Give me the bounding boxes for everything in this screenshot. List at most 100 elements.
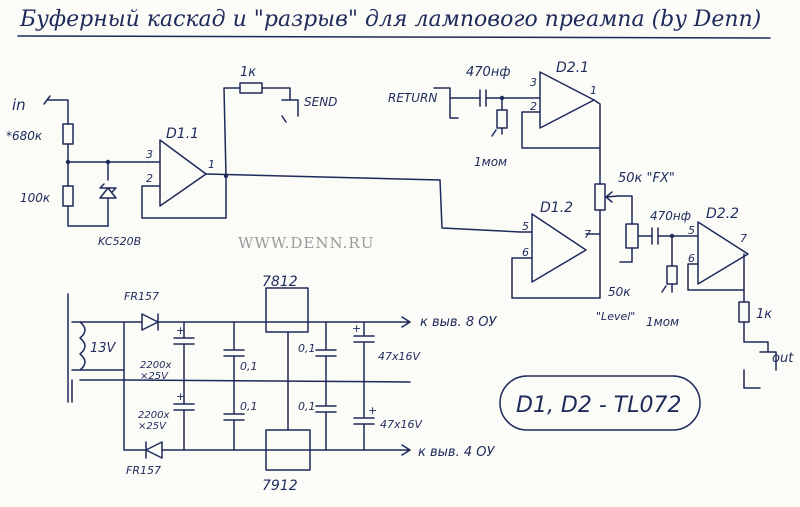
resistor-100k: [62, 185, 74, 207]
label-return: RETURN: [388, 91, 437, 105]
svg-text:+: +: [176, 324, 185, 337]
label-c01b: 0,1: [240, 400, 258, 413]
diode-top: [141, 313, 159, 331]
label-c-ret: 470нф: [466, 65, 510, 80]
svg-text:+: +: [368, 404, 377, 417]
label-d11: D1.1: [166, 126, 199, 142]
cap-01-d: [315, 381, 337, 451]
svg-text:1: 1: [208, 158, 215, 171]
svg-text:5: 5: [522, 220, 529, 233]
opamp-d12: [531, 213, 587, 283]
label-out: out: [772, 351, 794, 366]
label-c01d: 0,1: [298, 400, 316, 413]
out-jack-icon: [743, 321, 777, 389]
svg-text:3: 3: [530, 76, 537, 89]
cap-return: [479, 89, 487, 107]
cap-47-top: [353, 321, 375, 383]
return-jack-icon: [433, 87, 459, 119]
rail-negative: [161, 444, 411, 456]
label-c01a: 0,1: [240, 360, 258, 373]
wire-in: [47, 99, 69, 125]
svg-text:+: +: [352, 322, 361, 335]
opamp-d21: [539, 71, 595, 129]
rail-positive: [157, 316, 411, 328]
label-reg-neg: 7912: [262, 478, 298, 494]
label-c01c: 0,1: [298, 342, 316, 355]
label-cap-big-bot: 2200x×25V: [138, 410, 169, 432]
svg-text:3: 3: [146, 148, 153, 161]
label-send: SEND: [304, 95, 337, 109]
wire-fb-d11: [141, 175, 227, 219]
svg-text:6: 6: [688, 252, 695, 265]
svg-text:+: +: [176, 390, 185, 403]
rail-ground: [123, 379, 411, 383]
wire-to-send: [223, 87, 241, 177]
title: Буферный каскад и "разрыв" для лампового…: [19, 7, 761, 32]
label-d12: D1.2: [540, 200, 573, 216]
label-c-lvl: 470нф: [650, 209, 691, 223]
resistor-send: [239, 82, 263, 94]
wire-fb-d21: [521, 99, 601, 149]
chips-note-box: [499, 375, 701, 431]
cap-01-a: [223, 321, 245, 383]
cap-01-c: [315, 321, 337, 383]
pot-level[interactable]: [625, 223, 639, 249]
wire-fb-d22: [687, 253, 745, 291]
cap-01-b: [223, 381, 245, 451]
resistor-1mom-ret: [496, 109, 508, 129]
transformer: [71, 321, 86, 371]
resistor-out: [738, 301, 750, 323]
label-level: "Level": [596, 310, 635, 323]
label-r-out: 1к: [756, 307, 772, 322]
svg-text:7: 7: [740, 232, 747, 245]
wire-node-in: [67, 143, 149, 163]
svg-text:6: 6: [522, 246, 529, 259]
regulator-7812: [265, 287, 309, 333]
svg-text:2: 2: [530, 100, 537, 113]
cap-2200-bot: [173, 381, 195, 451]
label-d22: D2.2: [706, 206, 739, 222]
svg-text:5: 5: [688, 224, 695, 237]
resistor-680k: [62, 123, 74, 145]
watermark: WWW.DENN.RU: [238, 234, 374, 252]
cap-2200-top: [173, 321, 195, 383]
label-100k: 100к: [20, 191, 51, 205]
pot-fx[interactable]: [594, 183, 606, 211]
label-c47b: 47x16V: [380, 418, 424, 431]
svg-text:2: 2: [146, 172, 153, 185]
wire-fb-d12: [511, 233, 601, 299]
cap-level: [651, 227, 659, 245]
svg-text:1: 1: [590, 84, 597, 97]
wire-out-d11: [205, 173, 441, 181]
diode-bottom: [145, 441, 163, 459]
title-underline: [17, 35, 771, 39]
label-out-pos: к выв. 8 ОУ: [420, 315, 497, 330]
wire-d11-to-d12: [439, 179, 521, 233]
label-d21: D2.1: [556, 60, 589, 76]
label-cap-big-top: 2200x×25V: [140, 360, 171, 382]
label-chips: D1, D2 - TL072: [516, 393, 681, 418]
label-fr-top: FR157: [124, 290, 159, 303]
label-reg-pos: 7812: [262, 274, 298, 290]
label-r-ret: 1мом: [474, 155, 507, 169]
label-c47a: 47x16V: [378, 350, 422, 363]
zener-diode: [99, 183, 117, 227]
label-pot-fx: 50к "FX": [618, 171, 675, 186]
in-jack-icon: [43, 95, 51, 105]
resistor-1mom-lvl: [666, 265, 678, 285]
opamp-d22: [697, 221, 749, 285]
opamp-d11: [159, 139, 207, 207]
label-pot-level: 50к: [608, 285, 631, 299]
label-trafo: 13V: [90, 341, 117, 356]
label-r-lvl: 1мом: [646, 315, 679, 329]
label-in: in: [12, 96, 26, 114]
label-r-in: *680к: [6, 129, 43, 143]
label-r-send: 1к: [240, 65, 256, 80]
label-fr-bot: FR157: [126, 464, 161, 477]
cap-47-bot: [353, 381, 375, 451]
label-zener: KC520B: [98, 235, 141, 248]
label-out-neg: к выв. 4 ОУ: [418, 445, 495, 460]
svg-text:7: 7: [584, 228, 591, 241]
